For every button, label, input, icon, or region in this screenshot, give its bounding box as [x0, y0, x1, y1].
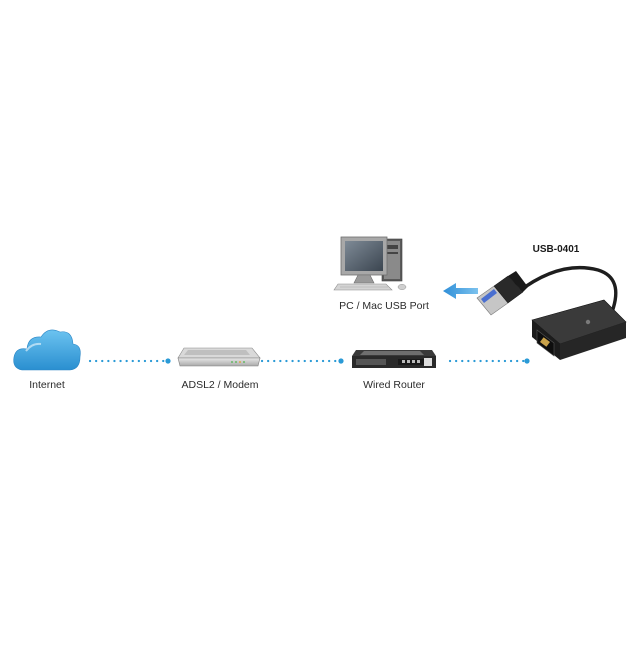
label-modem: ADSL2 / Modem — [181, 379, 259, 391]
arrow-left-icon — [443, 283, 478, 299]
cloud-icon — [13, 329, 81, 371]
desktop-computer-icon — [333, 236, 407, 291]
connector-modem-router — [260, 358, 344, 364]
usb-ethernet-adapter-icon — [476, 265, 627, 360]
label-router: Wired Router — [363, 379, 425, 391]
label-internet: Internet — [29, 379, 65, 391]
label-adapter-model: USB-0401 — [532, 244, 580, 255]
modem-icon — [177, 347, 261, 367]
router-icon — [352, 350, 436, 368]
connector-internet-modem — [88, 358, 171, 364]
connector-router-adapter — [448, 358, 530, 364]
label-pc: PC / Mac USB Port — [339, 300, 429, 312]
